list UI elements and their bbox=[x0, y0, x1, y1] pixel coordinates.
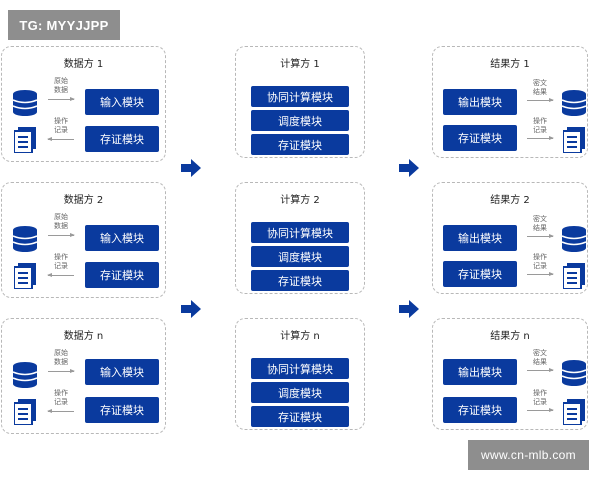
data-party-title: 数据方 1 bbox=[63, 59, 104, 70]
op-log-label: 操作记录 bbox=[54, 253, 68, 270]
schedule-module: 调度模块 bbox=[251, 382, 349, 403]
compute-party-title: 计算方 2 bbox=[280, 195, 320, 206]
data-party-1: 数据方 1 原始数据 输入模块 操作记录 存证模块 bbox=[1, 46, 166, 162]
evidence-module: 存证模块 bbox=[251, 270, 349, 291]
output-module: 输出模块 bbox=[443, 225, 517, 251]
flow-arrow-icon bbox=[399, 300, 419, 318]
evidence-module: 存证模块 bbox=[85, 262, 159, 288]
evidence-module: 存证模块 bbox=[443, 397, 517, 423]
cipher-result-label: 密文结果 bbox=[533, 215, 547, 232]
database-icon bbox=[561, 226, 587, 252]
op-log-label: 操作记录 bbox=[533, 117, 547, 134]
data-party-n: 数据方 n 原始数据 输入模块 操作记录 存证模块 bbox=[1, 318, 166, 434]
collab-compute-module: 协同计算模块 bbox=[251, 222, 349, 243]
flow-arrow-icon bbox=[48, 369, 75, 373]
flow-arrow-icon bbox=[47, 273, 74, 277]
data-party-title: 数据方 2 bbox=[63, 195, 104, 206]
raw-data-label: 原始数据 bbox=[54, 349, 68, 366]
cipher-result-label: 密文结果 bbox=[533, 79, 547, 96]
data-party-title: 数据方 n bbox=[63, 331, 104, 342]
database-icon bbox=[561, 90, 587, 116]
collab-compute-module: 协同计算模块 bbox=[251, 358, 349, 379]
document-icon bbox=[14, 127, 36, 153]
flow-arrow-icon bbox=[47, 409, 74, 413]
flow-arrow-icon bbox=[527, 234, 554, 238]
flow-arrow-icon bbox=[181, 300, 201, 318]
evidence-module: 存证模块 bbox=[251, 134, 349, 155]
watermark-bottom: www.cn-mlb.com bbox=[468, 440, 589, 470]
compute-party-title: 计算方 1 bbox=[280, 59, 320, 70]
output-module: 输出模块 bbox=[443, 359, 517, 385]
evidence-module: 存证模块 bbox=[85, 397, 159, 423]
flow-arrow-icon bbox=[48, 97, 75, 101]
evidence-module: 存证模块 bbox=[251, 406, 349, 427]
schedule-module: 调度模块 bbox=[251, 110, 349, 131]
compute-party-n: 计算方 n 协同计算模块 调度模块 存证模块 bbox=[235, 318, 365, 430]
flow-arrow-icon bbox=[47, 137, 74, 141]
input-module: 输入模块 bbox=[85, 359, 159, 385]
result-party-title: 结果方 2 bbox=[490, 195, 530, 206]
cipher-result-label: 密文结果 bbox=[533, 349, 547, 366]
document-icon bbox=[14, 399, 36, 425]
database-icon bbox=[12, 362, 38, 388]
raw-data-label: 原始数据 bbox=[54, 77, 68, 94]
flow-arrow-icon bbox=[527, 408, 554, 412]
evidence-module: 存证模块 bbox=[443, 125, 517, 151]
compute-party-1: 计算方 1 协同计算模块 调度模块 存证模块 bbox=[235, 46, 365, 158]
collab-compute-module: 协同计算模块 bbox=[251, 86, 349, 107]
output-module: 输出模块 bbox=[443, 89, 517, 115]
watermark-top: TG: MYYJJPP bbox=[8, 10, 120, 40]
result-party-title: 结果方 n bbox=[490, 331, 530, 342]
database-icon bbox=[12, 90, 38, 116]
document-icon bbox=[14, 263, 36, 289]
document-icon bbox=[563, 263, 585, 289]
op-log-label: 操作记录 bbox=[54, 389, 68, 406]
flow-arrow-icon bbox=[527, 98, 554, 102]
result-party-title: 结果方 1 bbox=[490, 59, 530, 70]
raw-data-label: 原始数据 bbox=[54, 213, 68, 230]
result-party-n: 结果方 n 输出模块 密文结果 存证模块 操作记录 bbox=[432, 318, 588, 430]
flow-arrow-icon bbox=[181, 159, 201, 177]
compute-party-2: 计算方 2 协同计算模块 调度模块 存证模块 bbox=[235, 182, 365, 294]
op-log-label: 操作记录 bbox=[533, 389, 547, 406]
input-module: 输入模块 bbox=[85, 225, 159, 251]
flow-arrow-icon bbox=[48, 233, 75, 237]
op-log-label: 操作记录 bbox=[533, 253, 547, 270]
flow-arrow-icon bbox=[527, 136, 554, 140]
schedule-module: 调度模块 bbox=[251, 246, 349, 267]
flow-arrow-icon bbox=[399, 159, 419, 177]
result-party-1: 结果方 1 输出模块 密文结果 存证模块 操作记录 bbox=[432, 46, 588, 158]
evidence-module: 存证模块 bbox=[85, 126, 159, 152]
input-module: 输入模块 bbox=[85, 89, 159, 115]
database-icon bbox=[12, 226, 38, 252]
op-log-label: 操作记录 bbox=[54, 117, 68, 134]
data-party-2: 数据方 2 原始数据 输入模块 操作记录 存证模块 bbox=[1, 182, 166, 298]
document-icon bbox=[563, 399, 585, 425]
flow-arrow-icon bbox=[527, 368, 554, 372]
document-icon bbox=[563, 127, 585, 153]
evidence-module: 存证模块 bbox=[443, 261, 517, 287]
database-icon bbox=[561, 360, 587, 386]
flow-arrow-icon bbox=[527, 272, 554, 276]
result-party-2: 结果方 2 输出模块 密文结果 存证模块 操作记录 bbox=[432, 182, 588, 294]
compute-party-title: 计算方 n bbox=[280, 331, 320, 342]
